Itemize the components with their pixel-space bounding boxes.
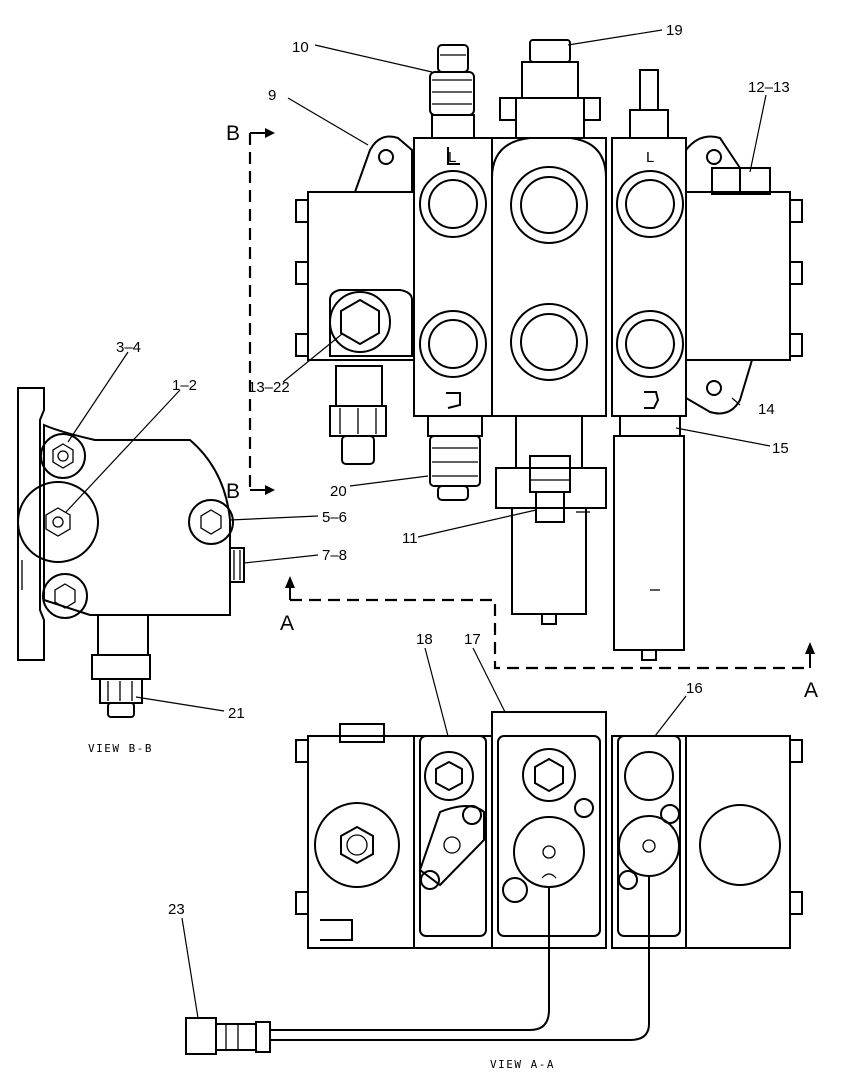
callout-5-6: 5–6 xyxy=(322,509,347,526)
valve-assembly-top-view xyxy=(295,39,803,661)
callout-11: 11 xyxy=(402,530,418,547)
callout-16: 16 xyxy=(686,680,703,697)
callout-15: 15 xyxy=(772,440,789,457)
spool-mark-right: L xyxy=(646,149,654,166)
callout-labels: 10 9 19 12–13 13–22 14 15 20 11 3–4 1–2 … xyxy=(116,22,790,918)
section-a-left: A xyxy=(280,612,294,635)
view-a-a-bottom-view xyxy=(185,711,803,1055)
view-b-b-end-view xyxy=(17,387,245,718)
spool-mark-left: L xyxy=(448,149,456,166)
callout-10: 10 xyxy=(292,39,309,56)
callout-14: 14 xyxy=(758,401,775,418)
callout-23: 23 xyxy=(168,901,185,918)
section-b-top: B xyxy=(226,122,240,145)
callout-17: 17 xyxy=(464,631,481,648)
section-cut-lines xyxy=(248,128,815,670)
view-b-b-title: VIEW B-B xyxy=(88,742,153,755)
callout-9: 9 xyxy=(268,87,276,104)
leader-lines xyxy=(65,29,771,1019)
callout-3-4: 3–4 xyxy=(116,339,141,356)
callout-18: 18 xyxy=(416,631,433,648)
callout-1-2: 1–2 xyxy=(172,377,197,394)
callout-12-13: 12–13 xyxy=(748,79,790,96)
callout-13-22: 13–22 xyxy=(248,379,290,396)
section-b-bottom: B xyxy=(226,480,240,503)
callout-21: 21 xyxy=(228,705,245,722)
section-letters: B B A A xyxy=(226,122,818,702)
callout-20: 20 xyxy=(330,483,347,500)
view-a-a-title: VIEW A-A xyxy=(490,1058,555,1071)
callout-7-8: 7–8 xyxy=(322,547,347,564)
callout-19: 19 xyxy=(666,22,683,39)
section-a-right: A xyxy=(804,679,818,702)
